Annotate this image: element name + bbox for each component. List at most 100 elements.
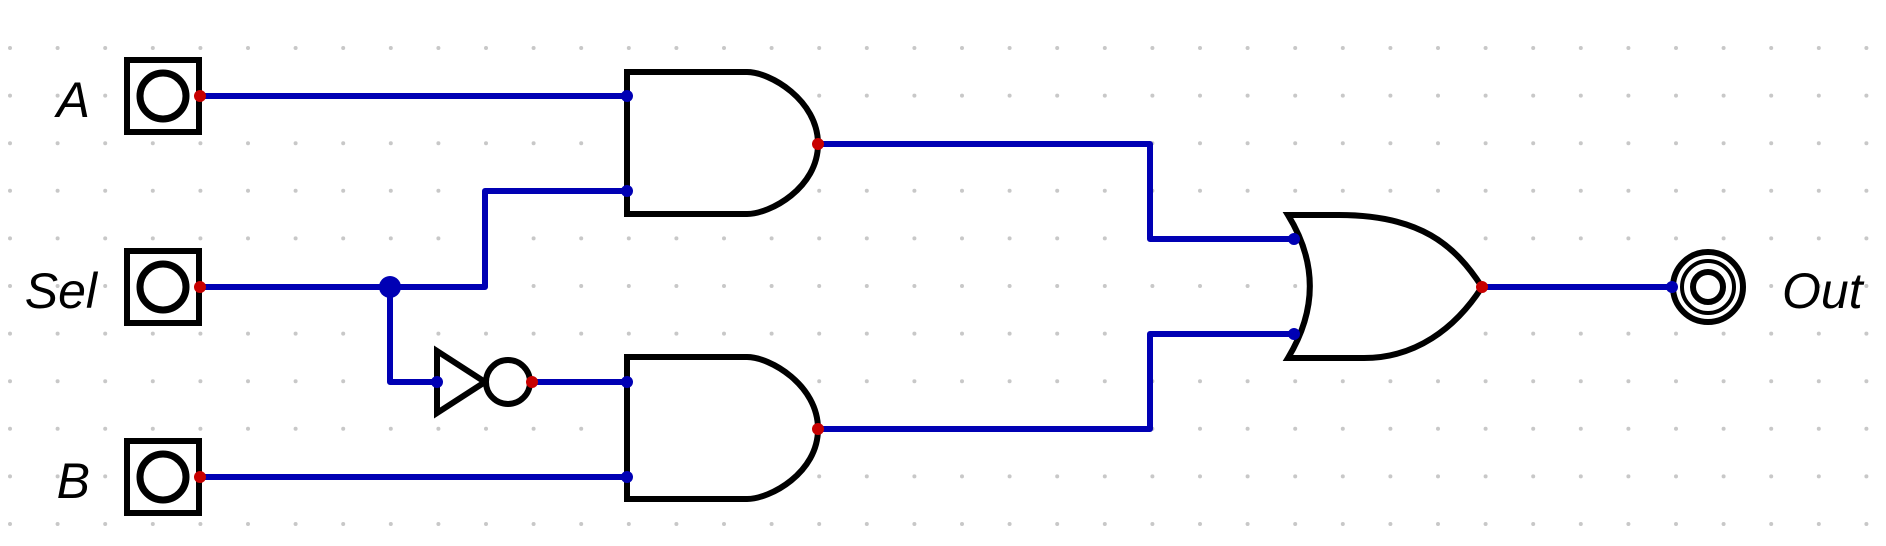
grid-dot bbox=[1055, 188, 1060, 193]
grid-dot bbox=[1293, 93, 1298, 98]
grid-dot bbox=[1626, 46, 1631, 50]
grid-dot bbox=[1102, 379, 1107, 384]
grid-dot bbox=[769, 284, 774, 288]
wire-sel-to-not[interactable] bbox=[387, 284, 440, 385]
grid-dot bbox=[579, 426, 584, 431]
grid-dot bbox=[1626, 188, 1631, 193]
grid-dot bbox=[1102, 188, 1107, 193]
grid-dot bbox=[579, 46, 584, 50]
grid-dot bbox=[8, 379, 12, 384]
grid-dot bbox=[150, 379, 155, 384]
output-out[interactable]: Out bbox=[1670, 249, 1865, 325]
grid-dot bbox=[1007, 522, 1012, 526]
grid-dot bbox=[1388, 93, 1393, 98]
grid-dot bbox=[1816, 141, 1821, 146]
grid-dot bbox=[1578, 331, 1583, 336]
grid-dot bbox=[1245, 141, 1250, 146]
wire-junction bbox=[379, 276, 401, 298]
grid-dot bbox=[1864, 426, 1869, 431]
grid-dot bbox=[1864, 236, 1869, 241]
grid-dot bbox=[769, 522, 774, 526]
grid-dot bbox=[960, 379, 964, 384]
grid-dot bbox=[579, 284, 584, 288]
grid-dot bbox=[1816, 331, 1821, 336]
grid-dot bbox=[1198, 284, 1202, 288]
grid-dot bbox=[1340, 426, 1345, 431]
grid-dot bbox=[55, 379, 60, 384]
grid-dot bbox=[103, 522, 108, 526]
grid-dot bbox=[1293, 46, 1298, 50]
grid-dot bbox=[8, 426, 12, 431]
and-gate-icon[interactable] bbox=[624, 354, 822, 502]
grid-dot bbox=[388, 46, 393, 50]
grid-dot bbox=[1721, 236, 1726, 241]
input-sel[interactable]: Sel bbox=[25, 248, 202, 326]
not-gate-icon[interactable] bbox=[434, 345, 491, 419]
grid-dot bbox=[1531, 236, 1536, 241]
grid-dot bbox=[1007, 93, 1012, 98]
grid-dot bbox=[1674, 93, 1678, 98]
grid-dot bbox=[1483, 474, 1488, 479]
grid-dot bbox=[8, 46, 12, 50]
grid-dot bbox=[8, 93, 12, 98]
wire-and-bottom-to-or[interactable] bbox=[815, 331, 1297, 432]
grid-dot bbox=[1626, 141, 1631, 146]
grid-dot bbox=[1293, 426, 1298, 431]
grid-dot bbox=[246, 522, 250, 526]
grid-dot bbox=[1293, 141, 1298, 146]
grid-dot bbox=[1007, 46, 1012, 50]
grid-dot bbox=[1626, 474, 1631, 479]
pin-dot-and-bottom-out bbox=[812, 423, 824, 435]
grid-dot bbox=[912, 236, 917, 241]
grid-dot bbox=[293, 522, 298, 526]
wire-and-top-to-or[interactable] bbox=[815, 141, 1297, 242]
grid-dot bbox=[436, 236, 441, 241]
grid-dot bbox=[864, 188, 869, 193]
grid-dot bbox=[198, 188, 203, 193]
grid-dot bbox=[1388, 141, 1393, 146]
grid-dot bbox=[1388, 188, 1393, 193]
grid-dot bbox=[1816, 522, 1821, 526]
grid-dot bbox=[55, 141, 60, 146]
grid-dot bbox=[1864, 46, 1869, 50]
grid-dot bbox=[1055, 331, 1060, 336]
grid-dot bbox=[436, 426, 441, 431]
grid-dot bbox=[1816, 46, 1821, 50]
and-gate-icon[interactable] bbox=[624, 69, 822, 217]
grid-dot bbox=[912, 93, 917, 98]
grid-dot bbox=[1198, 426, 1202, 431]
grid-dot bbox=[1864, 522, 1869, 526]
grid-dot bbox=[626, 522, 631, 526]
grid-dot bbox=[531, 522, 536, 526]
grid-dot bbox=[1864, 284, 1869, 288]
grid-dot bbox=[769, 236, 774, 241]
grid-dot bbox=[388, 188, 393, 193]
grid-dot bbox=[1864, 141, 1869, 146]
input-a[interactable]: A bbox=[54, 57, 202, 135]
grid-dot bbox=[912, 379, 917, 384]
input-b[interactable]: B bbox=[57, 438, 202, 516]
grid-dot bbox=[1007, 188, 1012, 193]
or-gate-icon[interactable] bbox=[1282, 212, 1486, 361]
grid-dot bbox=[1769, 141, 1774, 146]
grid-dot bbox=[1531, 474, 1536, 479]
grid-dot bbox=[293, 426, 298, 431]
grid-dot bbox=[341, 188, 346, 193]
grid-dot bbox=[103, 379, 108, 384]
pin-dots bbox=[194, 90, 1678, 483]
not-gate[interactable] bbox=[434, 345, 533, 419]
grid-dot bbox=[150, 522, 155, 526]
grid-dot bbox=[436, 46, 441, 50]
grid-dot bbox=[960, 93, 964, 98]
grid-dot bbox=[293, 188, 298, 193]
grid-dot bbox=[674, 236, 679, 241]
grid-dot bbox=[246, 188, 250, 193]
grid-dot bbox=[1436, 426, 1440, 431]
grid-dot bbox=[912, 331, 917, 336]
wires bbox=[197, 93, 1675, 480]
grid-dot bbox=[1816, 426, 1821, 431]
wire-sel-to-and-top[interactable] bbox=[197, 188, 630, 290]
grid-dot bbox=[1245, 426, 1250, 431]
grid-dot bbox=[150, 46, 155, 50]
grid-dot bbox=[817, 379, 822, 384]
